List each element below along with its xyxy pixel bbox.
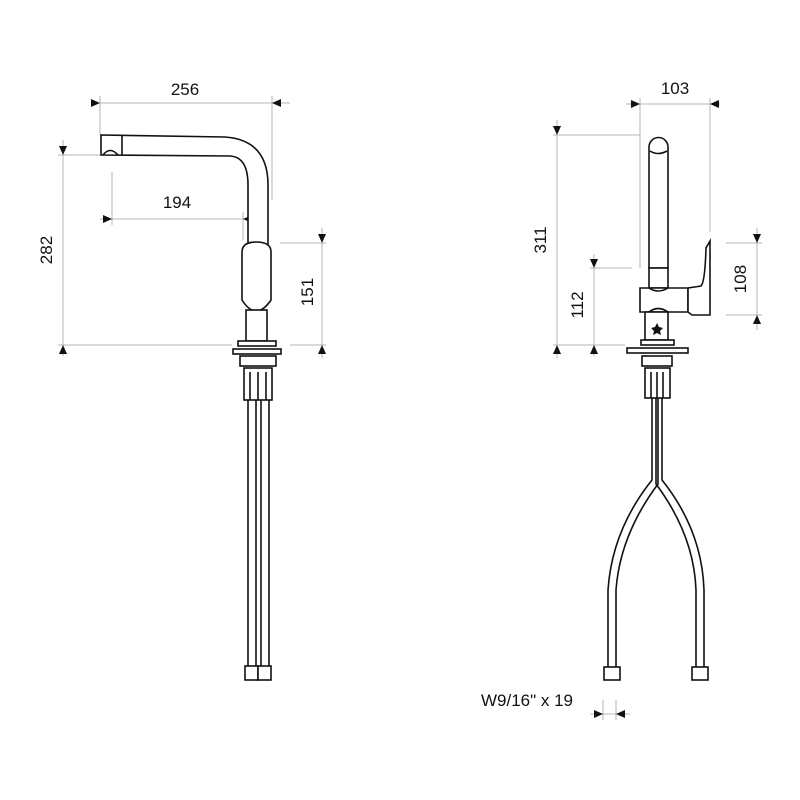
front-view: 103 311 112 108 [481, 79, 762, 720]
dimension-label-282: 282 [37, 236, 56, 264]
dimension-311: 311 [531, 120, 640, 358]
lever-handle [687, 237, 711, 316]
dimension-label-151: 151 [298, 278, 317, 306]
side-faucet-body [100, 134, 282, 681]
dimension-label-311: 311 [531, 226, 550, 253]
dimension-label-112: 112 [568, 291, 587, 318]
dimension-connection: W9/16" x 19 [481, 691, 630, 720]
dimension-label-108: 108 [731, 265, 750, 293]
dimension-label-194: 194 [163, 193, 191, 212]
dimension-256: 256 [91, 80, 290, 200]
dimension-label-103: 103 [661, 79, 689, 98]
dimension-282: 282 [37, 140, 232, 356]
dimension-label-256: 256 [171, 80, 199, 99]
front-faucet-body [603, 136, 711, 681]
star-screw-icon [651, 323, 663, 335]
dimension-112: 112 [568, 254, 632, 356]
dimension-label-connection: W9/16" x 19 [481, 691, 573, 710]
side-view: 256 194 282 151 [37, 80, 326, 681]
dimension-108: 108 [726, 228, 762, 330]
dimension-194: 194 [100, 172, 258, 240]
dimension-151: 151 [280, 228, 326, 358]
dimension-103: 103 [626, 79, 720, 268]
